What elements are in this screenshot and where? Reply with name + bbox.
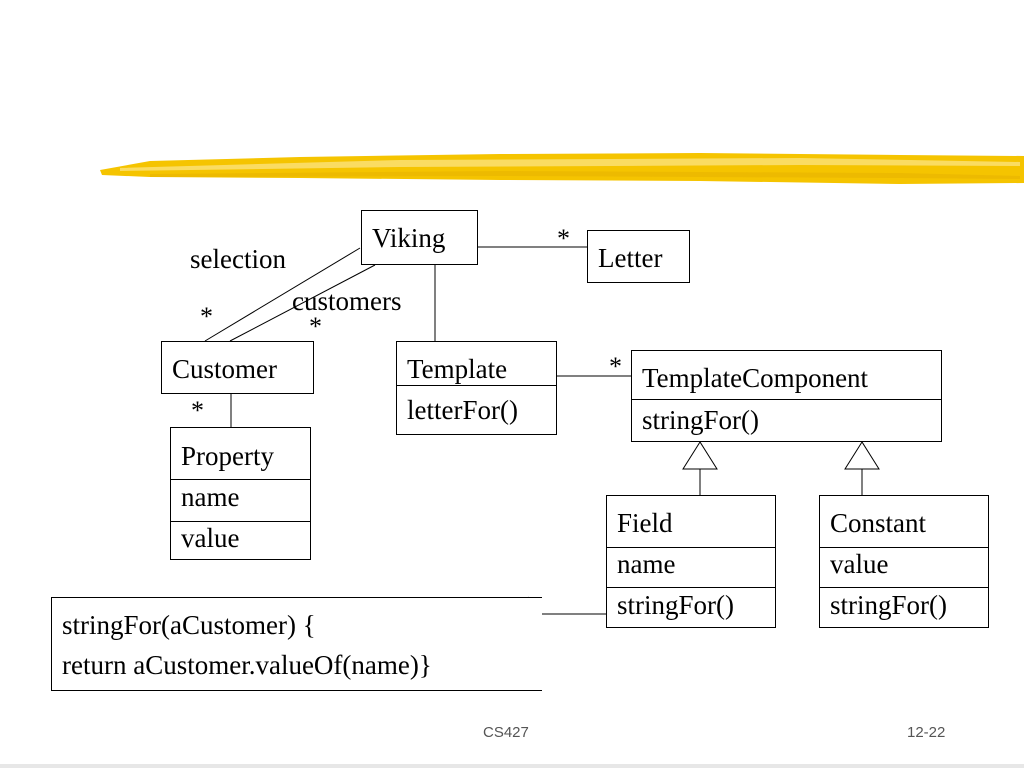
field-attr: name xyxy=(617,549,676,579)
property-class: Property name value xyxy=(170,427,311,560)
constant-attr: value xyxy=(830,549,889,579)
field-divider-2 xyxy=(607,587,775,588)
customer-class: Customer xyxy=(161,341,314,394)
template-component-class-name: TemplateComponent xyxy=(642,363,869,393)
property-class-name: Property xyxy=(181,441,274,471)
property-attr-name: name xyxy=(181,482,240,512)
constant-divider-1 xyxy=(820,547,988,548)
template-class: Template letterFor() xyxy=(396,341,557,435)
constant-class-name: Constant xyxy=(830,508,927,538)
multiplicity-component: * xyxy=(609,352,622,381)
constant-method: stringFor() xyxy=(830,590,947,620)
code-note-line-2: return aCustomer.valueOf(name)} xyxy=(62,650,432,680)
highlighter-decoration xyxy=(100,153,1024,184)
viking-class-name: Viking xyxy=(372,223,446,253)
template-component-divider xyxy=(632,399,941,400)
footer-course: CS427 xyxy=(483,724,529,741)
template-method: letterFor() xyxy=(407,395,518,425)
multiplicity-property: * xyxy=(191,396,204,425)
constant-divider-2 xyxy=(820,587,988,588)
property-divider-1 xyxy=(171,479,310,480)
property-attr-value: value xyxy=(181,523,240,553)
field-divider-1 xyxy=(607,547,775,548)
template-class-name: Template xyxy=(407,354,508,384)
template-component-method: stringFor() xyxy=(642,405,759,435)
field-class-name: Field xyxy=(617,508,673,538)
multiplicity-customers: * xyxy=(309,312,322,341)
code-note: stringFor(aCustomer) { return aCustomer.… xyxy=(51,597,542,691)
template-component-class: TemplateComponent stringFor() xyxy=(631,350,942,442)
viking-class: Viking xyxy=(361,210,478,265)
footer-page-number: 12-22 xyxy=(907,724,946,741)
code-note-line-1: stringFor(aCustomer) { xyxy=(62,610,316,640)
property-divider-2 xyxy=(171,521,310,522)
field-method: stringFor() xyxy=(617,590,734,620)
template-divider xyxy=(397,385,556,386)
multiplicity-selection: * xyxy=(200,302,213,331)
field-class: Field name stringFor() xyxy=(606,495,776,628)
multiplicity-letter: * xyxy=(557,224,570,253)
customer-class-name: Customer xyxy=(172,354,277,384)
constant-class: Constant value stringFor() xyxy=(819,495,989,628)
letter-class: Letter xyxy=(587,230,690,283)
role-label-selection: selection xyxy=(190,244,286,274)
role-label-customers: customers xyxy=(292,286,402,316)
letter-class-name: Letter xyxy=(598,243,663,273)
bottom-strip xyxy=(0,764,1024,768)
